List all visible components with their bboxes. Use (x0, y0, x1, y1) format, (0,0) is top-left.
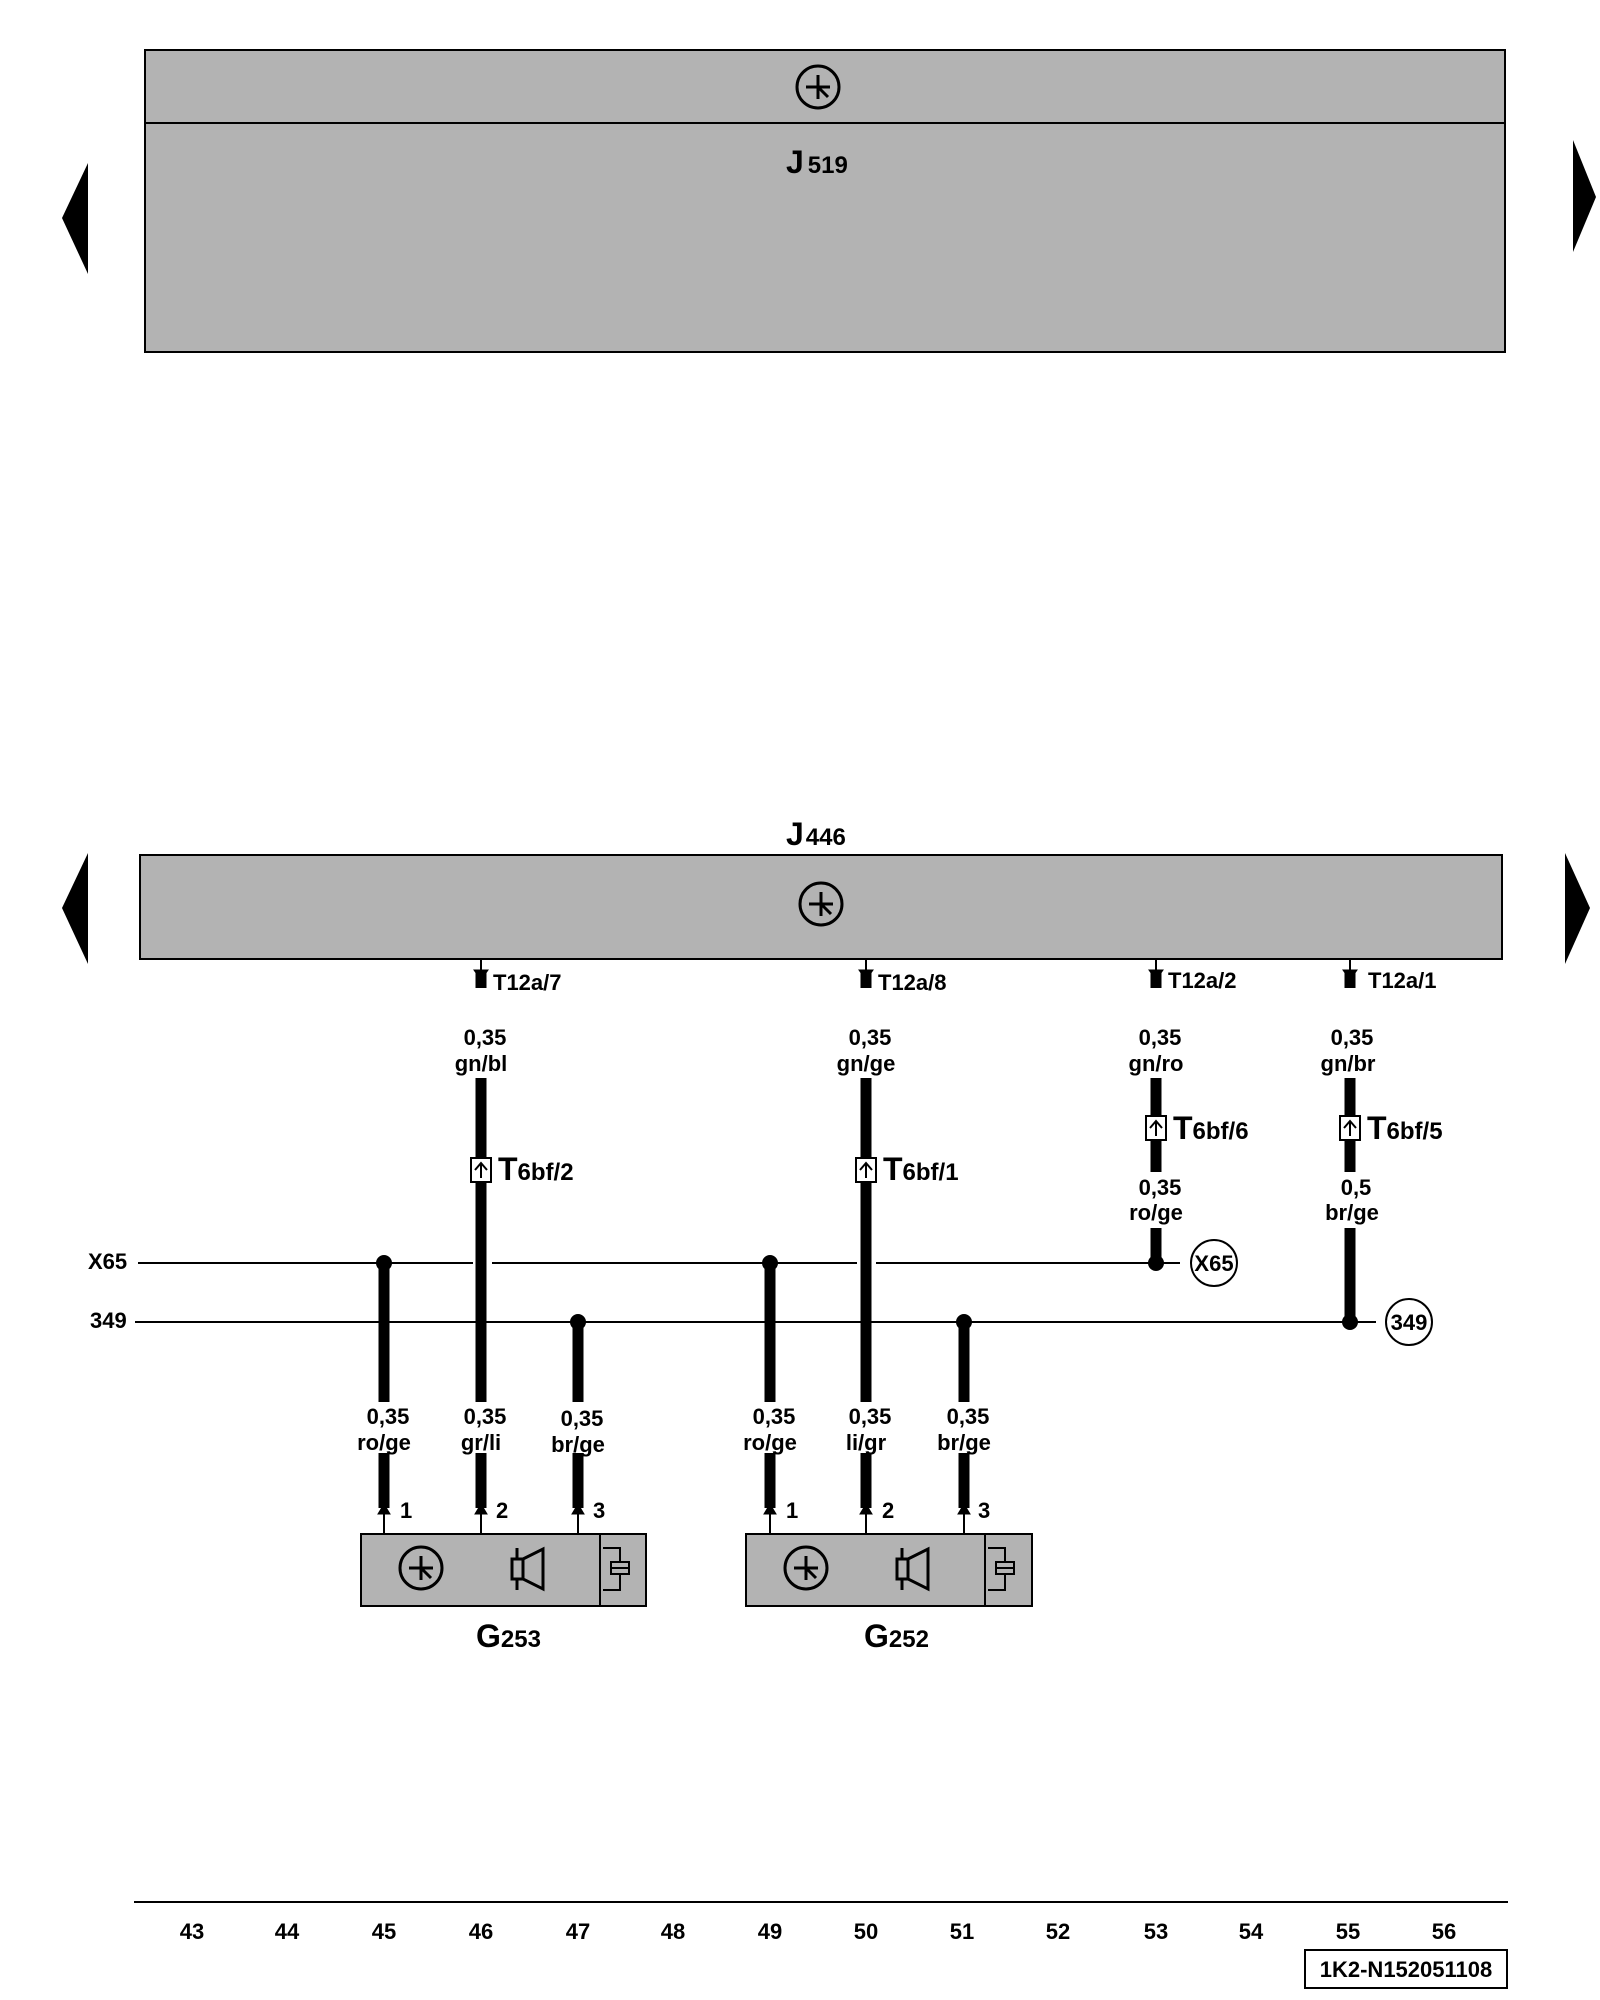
junction-dots (376, 1255, 1358, 1330)
diagram-id-box: 1K2-N152051108 (1304, 1949, 1508, 1989)
svg-text:br/ge: br/ge (551, 1432, 605, 1457)
nav-right-arrow-icon[interactable] (1573, 140, 1596, 252)
svg-text:54: 54 (1239, 1919, 1264, 1944)
svg-text:X65: X65 (88, 1249, 127, 1274)
pin-label: T12a/1 (1368, 968, 1437, 993)
svg-text:349: 349 (1391, 1310, 1428, 1335)
sensor-g252: G252 (745, 1533, 1033, 1654)
svg-text:T6bf/5: T6bf/5 (1367, 1110, 1443, 1146)
control-unit-icon (783, 1545, 829, 1591)
svg-text:0,35: 0,35 (561, 1406, 604, 1431)
svg-text:ro/ge: ro/ge (357, 1430, 411, 1455)
pin-label: T12a/8 (878, 970, 947, 995)
control-unit-icon (398, 1545, 444, 1591)
svg-text:X65: X65 (1194, 1251, 1233, 1276)
crystal-icon (988, 1547, 1015, 1591)
wire-labels-bottom: 0,35 ro/ge 0,35 gr/li 0,35 br/ge 0,35 ro… (357, 1404, 991, 1457)
svg-text:1K2-N152051108: 1K2-N152051108 (1320, 1957, 1492, 1982)
pin-number: 2 (882, 1498, 894, 1523)
svg-text:0,35: 0,35 (947, 1404, 990, 1429)
module-j446-label: J446 (786, 816, 846, 852)
svg-text:0,35: 0,35 (464, 1025, 507, 1050)
svg-text:53: 53 (1144, 1919, 1168, 1944)
connector-t6bf-2: T6bf/2 (470, 1151, 574, 1187)
svg-text:0,35: 0,35 (753, 1404, 796, 1429)
svg-text:br/ge: br/ge (937, 1430, 991, 1455)
sensor-label: G252 (864, 1618, 929, 1654)
svg-text:0,35: 0,35 (1331, 1025, 1374, 1050)
pin-number: 3 (593, 1498, 605, 1523)
control-unit-icon (798, 881, 844, 927)
pin-number: 1 (786, 1498, 798, 1523)
sensor-g253: G253 (360, 1533, 647, 1654)
svg-text:51: 51 (950, 1919, 974, 1944)
track-numbers: 43 44 45 46 47 48 49 50 51 52 53 54 55 5… (180, 1919, 1456, 1944)
pin-arrows (473, 960, 1358, 981)
pin-label: T12a/7 (493, 970, 562, 995)
nav-left-arrow-icon[interactable] (62, 853, 88, 964)
svg-text:45: 45 (372, 1919, 396, 1944)
svg-text:56: 56 (1432, 1919, 1456, 1944)
svg-text:gn/br: gn/br (1321, 1051, 1376, 1076)
svg-text:0,35: 0,35 (367, 1404, 410, 1429)
svg-text:br/ge: br/ge (1325, 1200, 1379, 1225)
svg-text:48: 48 (661, 1919, 685, 1944)
svg-text:gn/ge: gn/ge (837, 1051, 896, 1076)
svg-text:0,35: 0,35 (1139, 1175, 1182, 1200)
svg-text:ro/ge: ro/ge (1129, 1200, 1183, 1225)
wire-labels-top: 0,35 gn/bl 0,35 gn/ge 0,35 gn/ro 0,35 gn… (455, 1025, 1379, 1225)
connector-t6bf-6: T6bf/6 (1145, 1110, 1249, 1146)
svg-text:gn/bl: gn/bl (455, 1051, 508, 1076)
pin-number: 3 (978, 1498, 990, 1523)
terminal-349: 349 (1385, 1298, 1433, 1346)
svg-text:47: 47 (566, 1919, 590, 1944)
nav-left-arrow-icon[interactable] (62, 163, 88, 274)
connector-t6bf-1: T6bf/1 (855, 1151, 959, 1187)
connector-t6bf-5: T6bf/5 (1339, 1110, 1443, 1146)
svg-text:0,5: 0,5 (1341, 1175, 1372, 1200)
pin-number: 1 (400, 1498, 412, 1523)
svg-text:46: 46 (469, 1919, 493, 1944)
svg-text:55: 55 (1336, 1919, 1360, 1944)
svg-text:50: 50 (854, 1919, 878, 1944)
svg-text:ro/ge: ro/ge (743, 1430, 797, 1455)
speaker-icon (510, 1546, 545, 1592)
svg-text:52: 52 (1046, 1919, 1070, 1944)
control-unit-icon (795, 64, 841, 110)
module-j446 (139, 854, 1503, 960)
nav-right-arrow-icon[interactable] (1565, 853, 1590, 964)
sensor-pin-arrows (377, 1503, 971, 1534)
svg-text:T6bf/2: T6bf/2 (498, 1151, 574, 1187)
svg-text:0,35: 0,35 (849, 1404, 892, 1429)
terminal-x65: X65 (1190, 1239, 1238, 1287)
svg-text:T6bf/1: T6bf/1 (883, 1151, 959, 1187)
svg-text:49: 49 (758, 1919, 782, 1944)
bus-349: 349 (90, 1308, 1376, 1333)
crystal-icon (603, 1547, 630, 1591)
speaker-icon (895, 1546, 930, 1592)
svg-text:gn/ro: gn/ro (1129, 1051, 1184, 1076)
svg-text:T6bf/6: T6bf/6 (1173, 1110, 1249, 1146)
svg-text:43: 43 (180, 1919, 204, 1944)
svg-text:0,35: 0,35 (464, 1404, 507, 1429)
sensor-label: G253 (476, 1618, 541, 1654)
pin-number: 2 (496, 1498, 508, 1523)
svg-text:349: 349 (90, 1308, 127, 1333)
bus-x65: X65 (88, 1249, 1180, 1274)
svg-text:0,35: 0,35 (1139, 1025, 1182, 1050)
svg-text:0,35: 0,35 (849, 1025, 892, 1050)
svg-text:44: 44 (275, 1919, 300, 1944)
svg-text:gr/li: gr/li (461, 1430, 501, 1455)
svg-text:li/gr: li/gr (846, 1430, 887, 1455)
wires (378, 970, 1356, 1508)
pin-label: T12a/2 (1168, 968, 1237, 993)
